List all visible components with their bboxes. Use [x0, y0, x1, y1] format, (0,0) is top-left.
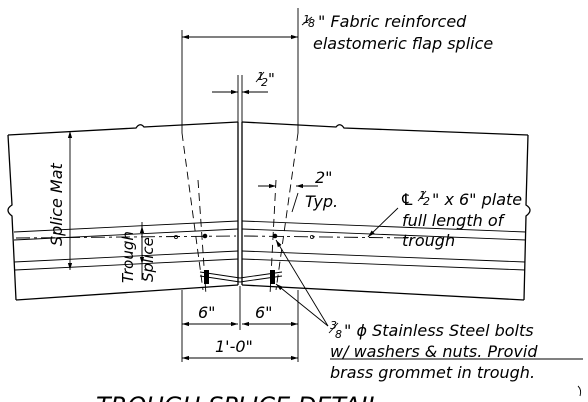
- svg-text:": ": [268, 70, 275, 88]
- bolt-dot-left: [202, 233, 208, 239]
- splice-mat-dimension: Splice Mat: [47, 131, 73, 270]
- bolt-right: [270, 270, 275, 284]
- svg-text:Typ.: Typ.: [305, 192, 338, 211]
- layer-lines-right: [241, 220, 527, 271]
- gap-dimension: 1 2 ": [212, 70, 275, 122]
- hidden-lines: [15, 132, 411, 296]
- trough-outline: [7, 121, 531, 301]
- svg-text:6": 6": [255, 303, 273, 322]
- flap-splice-dimension: [181, 8, 299, 133]
- center-splice-lines: [237, 122, 243, 285]
- plate-dot-left: [173, 234, 178, 239]
- svg-text:℄: ℄: [400, 190, 414, 209]
- svg-text:w/ washers & nuts. Provid: w/ washers & nuts. Provid: [330, 342, 538, 361]
- splice-mat-label: Splice Mat: [47, 162, 66, 246]
- svg-text:full length of: full length of: [402, 211, 506, 230]
- bolt-callout: 3 8 " ϕ Stainless Steel bolts w/ washers…: [275, 239, 583, 397]
- splice-label: Splice: [139, 237, 157, 282]
- svg-text:" x 6" plate: " x 6" plate: [432, 190, 522, 209]
- detail-title: TROUGH SPLICE DETAIL: [96, 392, 381, 402]
- bottom-dimensions: 6" 6" 1'-0": [181, 286, 299, 362]
- trough-splice-dimension: Trough Splice: [119, 222, 157, 283]
- svg-text:TROUGH SPLICE DETAIL: TROUGH SPLICE DETAIL: [96, 392, 381, 402]
- svg-text:1: 1: [303, 13, 310, 26]
- svg-text:brass grommet in trough.: brass grommet in trough.: [330, 363, 535, 382]
- svg-text:elastomeric flap splice: elastomeric flap splice: [313, 34, 493, 53]
- trough-bottom-v: [199, 271, 283, 283]
- svg-text:" Fabric reinforced: " Fabric reinforced: [318, 12, 467, 31]
- bolt-marks: [173, 233, 314, 284]
- svg-text:8: 8: [335, 328, 342, 341]
- svg-text:8: 8: [308, 17, 315, 30]
- bolt-dot-right: [272, 233, 278, 239]
- svg-text:2": 2": [315, 168, 333, 187]
- svg-text:" ϕ Stainless Steel bolts: " ϕ Stainless Steel bolts: [344, 321, 534, 340]
- svg-text:1'-0": 1'-0": [215, 337, 253, 356]
- svg-text:2: 2: [423, 195, 430, 208]
- svg-text:3: 3: [330, 319, 337, 332]
- flap-splice-label: 1 8 " Fabric reinforced elastomeric flap…: [301, 12, 493, 53]
- svg-text:2: 2: [261, 76, 268, 89]
- svg-text:trough: trough: [402, 231, 455, 250]
- plate-dot-right: [309, 234, 314, 239]
- plate-callout: ℄ 1 2 " x 6" plate full length of trough: [367, 189, 522, 250]
- trough-label: Trough: [119, 231, 137, 283]
- svg-text:6": 6": [198, 303, 216, 322]
- bolt-left: [204, 270, 209, 284]
- typ-dimension: 2" Typ.: [258, 168, 338, 213]
